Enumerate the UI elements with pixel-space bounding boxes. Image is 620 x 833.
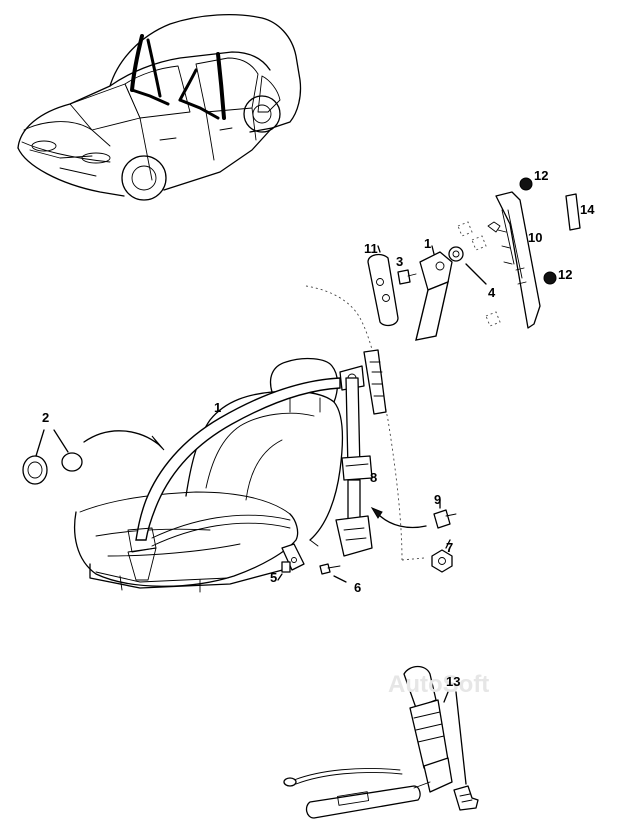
watermark-text: AutoSoft — [388, 671, 489, 698]
callout-13: 13 — [446, 674, 460, 689]
callout-14: 14 — [580, 202, 595, 217]
callout-12-top: 12 — [534, 168, 548, 183]
car-overview-illustration — [17, 13, 302, 201]
lower-anchor-bracket — [277, 543, 305, 581]
cover-cap-parts — [22, 429, 83, 485]
height-adjuster-rail-10 — [487, 191, 541, 329]
callout-2: 2 — [42, 410, 49, 425]
clip-12-top — [519, 177, 533, 191]
clip-12-bottom — [543, 271, 557, 285]
callout-4: 4 — [488, 285, 496, 300]
mounting-clips — [457, 221, 501, 327]
callout-5: 5 — [270, 570, 277, 585]
callout-6: 6 — [354, 580, 361, 595]
anchor-bolt-6 — [319, 563, 347, 583]
callout-12-bottom: 12 — [558, 267, 572, 282]
callout-3: 3 — [396, 254, 403, 269]
buckle-assembly-13 — [283, 665, 479, 819]
callout-9: 9 — [434, 492, 441, 507]
callout-10: 10 — [528, 230, 542, 245]
belt-retractor-assembly — [335, 349, 387, 557]
callout-7: 7 — [446, 540, 453, 555]
bolt-3 — [397, 269, 417, 285]
callout-8: 8 — [370, 470, 377, 485]
nut-7 — [431, 539, 453, 573]
bolt-9 — [433, 499, 457, 529]
washer-4 — [448, 246, 487, 285]
callout-1-top: 1 — [424, 236, 431, 251]
arrow-bolt-to-retractor — [377, 513, 427, 529]
seat-belt-webbing — [127, 377, 341, 581]
callout-labels: 1 1 2 3 4 5 6 7 8 9 10 11 12 12 13 14 — [42, 168, 595, 689]
trim-strip-14 — [565, 193, 581, 231]
arrow-cap-to-seat — [83, 430, 159, 445]
callout-1-mid: 1 — [214, 400, 221, 415]
upper-anchor-plate — [415, 245, 453, 341]
callout-11: 11 — [364, 241, 378, 256]
anchor-cover-11 — [367, 245, 399, 327]
